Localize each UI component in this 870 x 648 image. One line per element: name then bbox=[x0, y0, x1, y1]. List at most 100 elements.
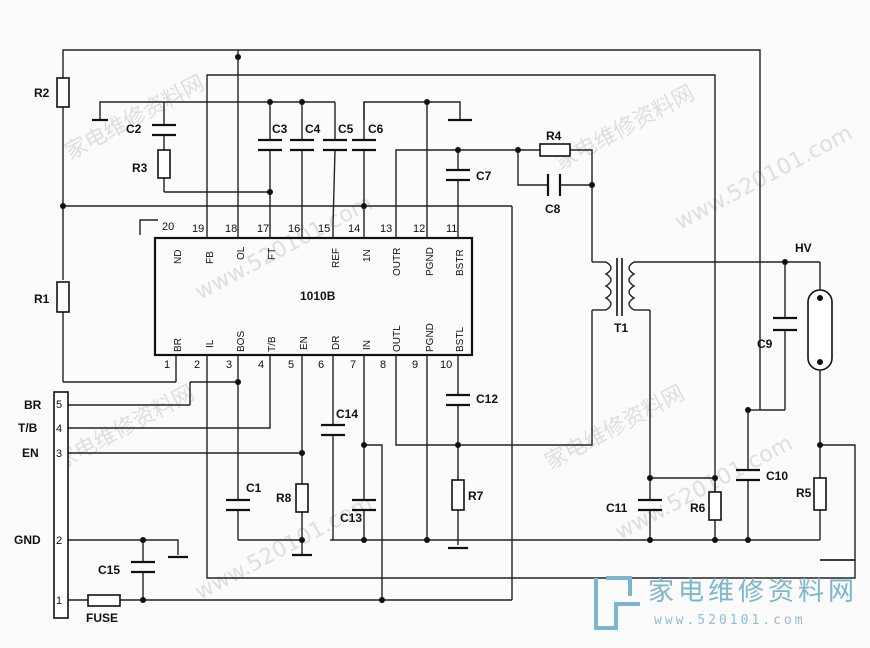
pin-18-num: 18 bbox=[225, 223, 237, 235]
watermark-url-2: www.520101.com bbox=[191, 191, 377, 306]
pin-6-num: 6 bbox=[318, 359, 324, 371]
watermark-layer: 家电维修资料网 家电维修资料网 www.520101.com www.52010… bbox=[51, 71, 857, 605]
capacitor-c4 bbox=[290, 138, 314, 152]
label-c12: C12 bbox=[476, 392, 498, 406]
label-c2: C2 bbox=[126, 122, 142, 136]
resistor-r8 bbox=[295, 483, 309, 513]
conn-label-br: BR bbox=[24, 398, 42, 412]
resistor-r3 bbox=[157, 149, 171, 179]
pin-16-num: 16 bbox=[288, 223, 300, 235]
label-r5: R5 bbox=[796, 486, 812, 500]
capacitor-c11 bbox=[638, 498, 662, 512]
pin-3-name: BOS bbox=[236, 331, 247, 352]
ic-top-pins: 20 19 18 17 16 15 14 13 12 11 ND FB OL F… bbox=[162, 221, 466, 276]
label-c3: C3 bbox=[272, 122, 288, 136]
pin-14-name: 1N bbox=[362, 249, 373, 262]
brand-url: www.520101.com bbox=[654, 613, 806, 628]
pin-7-num: 7 bbox=[350, 359, 356, 371]
watermark-cn-1: 家电维修资料网 bbox=[61, 71, 209, 165]
label-hv: HV bbox=[795, 241, 812, 255]
fuse bbox=[87, 594, 121, 607]
pin-15-name: REF bbox=[331, 248, 342, 268]
pin-12-num: 12 bbox=[413, 223, 425, 235]
conn-label-gnd: GND bbox=[14, 533, 41, 547]
ic-body bbox=[153, 236, 474, 357]
label-r7: R7 bbox=[468, 489, 484, 503]
conn-pin-5-num: 5 bbox=[56, 399, 62, 411]
connector-j1: 5 4 3 2 1 BR T/B EN GND bbox=[14, 391, 69, 619]
pin-5-name: EN bbox=[299, 336, 310, 350]
resistor-r6 bbox=[708, 491, 722, 521]
conn-pin-3-num: 3 bbox=[56, 448, 62, 460]
label-r2: R2 bbox=[34, 86, 50, 100]
capacitor-c13 bbox=[352, 498, 376, 512]
pin-18-name: FB bbox=[205, 251, 216, 264]
label-c14: C14 bbox=[336, 407, 358, 421]
pin-12-name: PGND bbox=[425, 247, 436, 276]
label-t1: T1 bbox=[614, 321, 628, 335]
pin-17-name: OL bbox=[236, 246, 247, 260]
capacitors bbox=[131, 123, 797, 574]
ic-top-stubs bbox=[206, 225, 459, 238]
label-r4: R4 bbox=[546, 129, 562, 143]
watermark-url-4: www.520101.com bbox=[191, 491, 377, 606]
resistor-r4 bbox=[539, 143, 571, 157]
capacitor-c8 bbox=[546, 174, 562, 196]
capacitor-c15 bbox=[131, 560, 155, 574]
pin-20-num: 20 bbox=[162, 221, 174, 233]
component-labels: R2 R1 R3 C2 C3 C4 C5 C6 C7 R4 C8 T1 HV C… bbox=[34, 86, 812, 625]
brand-logo: 家电维修资料网 www.520101.com bbox=[594, 576, 854, 630]
label-c5: C5 bbox=[338, 122, 354, 136]
label-c15: C15 bbox=[98, 563, 120, 577]
pin-14-num: 14 bbox=[348, 223, 360, 235]
capacitor-c1 bbox=[226, 498, 250, 512]
capacitor-c5 bbox=[323, 138, 347, 152]
capacitor-c7 bbox=[446, 168, 470, 182]
pin-8-name: OUTL bbox=[392, 325, 403, 352]
pin-10-name: BSTL bbox=[455, 327, 466, 352]
watermark-cn-4: 家电维修资料网 bbox=[541, 381, 689, 475]
label-c8: C8 bbox=[545, 202, 561, 216]
pin-7-name: IN bbox=[362, 340, 373, 350]
pin-13-name: OUTR bbox=[392, 248, 403, 276]
conn-pin-2-num: 2 bbox=[56, 535, 62, 547]
transformer-t1 bbox=[604, 258, 636, 316]
pin-2-num: 2 bbox=[194, 359, 200, 371]
capacitor-c12 bbox=[446, 393, 470, 407]
pin-11-name: BSTR bbox=[455, 249, 466, 276]
label-c10: C10 bbox=[766, 469, 788, 483]
pin-16-name: FT bbox=[267, 248, 278, 260]
label-fuse: FUSE bbox=[86, 611, 118, 625]
watermark-url-3: www.520101.com bbox=[611, 431, 797, 546]
pin20-mark bbox=[139, 219, 158, 235]
label-c6: C6 bbox=[368, 122, 384, 136]
label-c13: C13 bbox=[340, 511, 362, 525]
capacitor-c14 bbox=[321, 423, 345, 437]
pin-1-name: BR bbox=[173, 338, 184, 352]
conn-pin-4-num: 4 bbox=[56, 423, 62, 435]
label-c9: C9 bbox=[757, 337, 773, 351]
pin-19-name: ND bbox=[173, 250, 184, 264]
resistors bbox=[56, 77, 827, 607]
pin-13-num: 13 bbox=[380, 223, 392, 235]
label-c7: C7 bbox=[476, 169, 492, 183]
ic-name: 1010B bbox=[300, 289, 336, 303]
pin-10-num: 10 bbox=[440, 359, 452, 371]
label-r1: R1 bbox=[34, 292, 50, 306]
label-r8: R8 bbox=[276, 491, 292, 505]
pin-8-num: 8 bbox=[380, 359, 386, 371]
label-r6: R6 bbox=[690, 501, 706, 515]
conn-label-en: EN bbox=[22, 446, 39, 460]
capacitor-c9 bbox=[773, 316, 797, 332]
pin-4-num: 4 bbox=[258, 359, 264, 371]
ground-symbols bbox=[92, 118, 472, 559]
capacitor-c6 bbox=[352, 138, 376, 152]
pin-17-num: 17 bbox=[257, 223, 269, 235]
label-c4: C4 bbox=[305, 122, 321, 136]
conn-label-tb: T/B bbox=[18, 421, 38, 435]
resistor-r5 bbox=[813, 477, 827, 511]
resistor-r2 bbox=[56, 77, 70, 108]
resistor-r7 bbox=[451, 479, 465, 511]
